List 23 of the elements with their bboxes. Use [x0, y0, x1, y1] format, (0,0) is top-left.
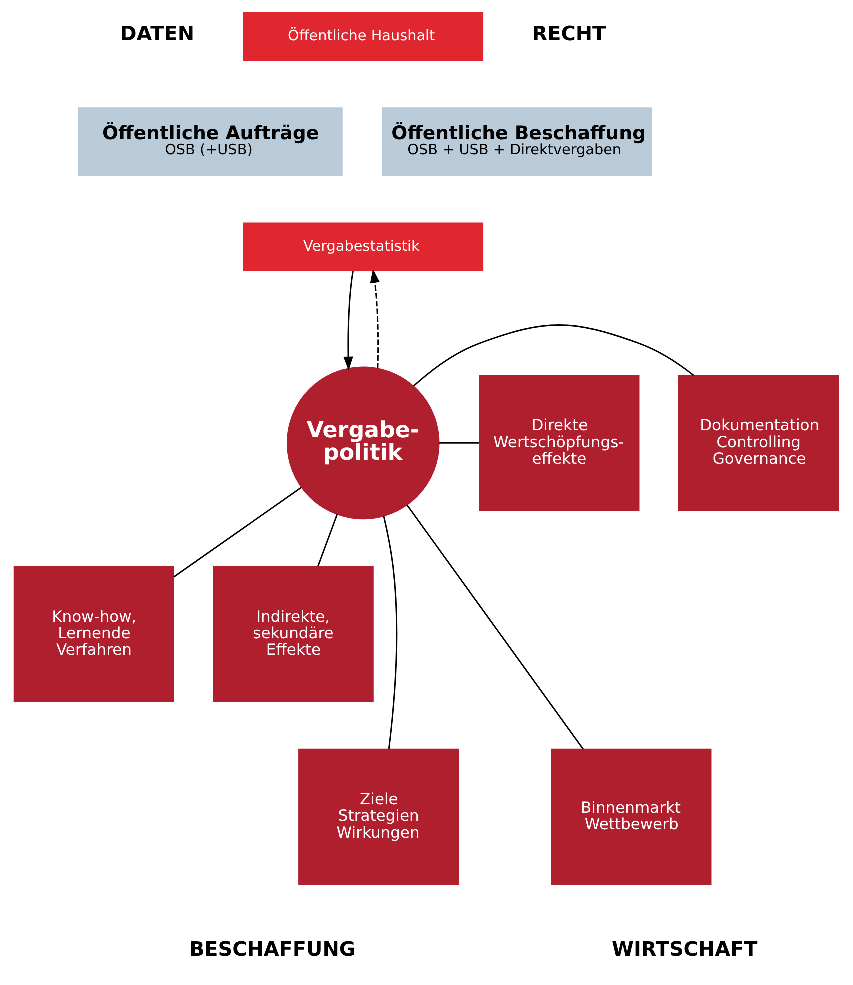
node-box: Binnenmarkt Wettbewerb — [551, 748, 712, 886]
arrow — [370, 269, 380, 369]
node-box: Vergabestatistik — [243, 222, 484, 272]
connector — [383, 516, 398, 750]
node-box: Öffentliche Aufträge OSB (+USB) — [78, 108, 343, 176]
label: BESCHAFFUNG — [189, 938, 356, 961]
node-box: Öffentliche Haushalt — [243, 12, 484, 62]
connector — [174, 487, 302, 578]
arrow — [344, 271, 354, 371]
node-box: Direkte Wertschöpfungs- effekte — [479, 375, 640, 512]
connector — [440, 442, 480, 444]
connector — [318, 514, 338, 567]
label: DATEN — [120, 22, 194, 46]
node-circle: Vergabe- politik — [286, 366, 440, 520]
node-box: Know-how, Lernende Verfahren — [14, 566, 174, 702]
node-box: Dokumentation Controlling Governance — [678, 375, 840, 512]
label: WIRTSCHAFT — [612, 938, 758, 961]
node-box: Ziele Strategien Wirkungen — [298, 748, 460, 886]
node-box: Öffentliche Beschaffung OSB + USB + Direktvergaben — [382, 108, 652, 176]
connector — [406, 504, 584, 750]
node-box: Indirekte, sekundäre Effekte — [213, 566, 374, 702]
connector — [413, 324, 694, 387]
label: RECHT — [532, 22, 606, 46]
